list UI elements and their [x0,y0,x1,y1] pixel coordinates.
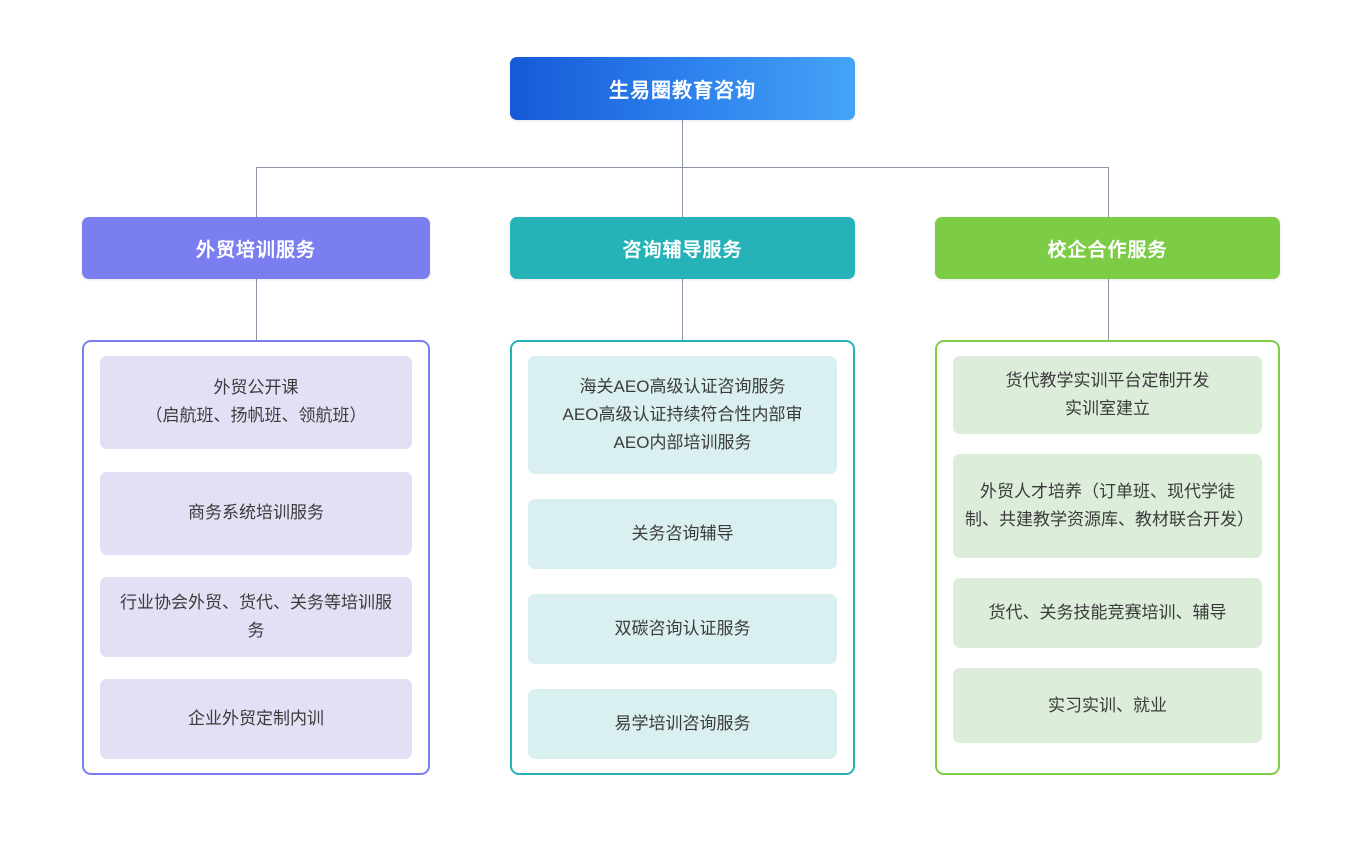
column-header-zixun-fudao[interactable]: 咨询辅导服务 [510,217,855,279]
panel-zixun-fudao: 海关AEO高级认证咨询服务 AEO高级认证持续符合性内部审 AEO内部培训服务 … [510,340,855,775]
column-header-label: 外贸培训服务 [195,239,316,261]
panel-waimao-peixun: 外贸公开课 （启航班、扬帆班、领航班） 商务系统培训服务 行业协会外贸、货代、关… [82,340,430,775]
column-header-xiaoqi-hezuo[interactable]: 校企合作服务 [935,217,1280,279]
list-item[interactable]: 商务系统培训服务 [100,471,412,555]
list-item[interactable]: 关务咨询辅导 [528,499,837,570]
column-header-label: 校企合作服务 [1047,239,1168,261]
list-item-label: 双碳咨询认证服务 [614,619,751,639]
list-item-label: 易学培训咨询服务 [614,714,751,733]
column-header-label: 咨询辅导服务 [622,239,743,261]
connector-header-panel-2 [1108,279,1109,340]
list-item[interactable]: 实习实训、就业 [953,668,1262,743]
panel-xiaoqi-hezuo: 货代教学实训平台定制开发 实训室建立 外贸人才培养（订单班、现代学徒制、共建教学… [935,340,1280,775]
connector-drop-col-0 [256,167,257,217]
list-item[interactable]: 货代教学实训平台定制开发 实训室建立 [953,356,1262,434]
list-item-label: 关务咨询辅导 [631,524,734,544]
list-item-label: 企业外贸定制内训 [188,708,324,728]
list-item-label: 实习实训、就业 [1048,695,1167,715]
connector-root-down [682,120,683,167]
list-item-label: 货代教学实训平台定制开发 实训室建立 [1005,371,1210,418]
list-item[interactable]: 海关AEO高级认证咨询服务 AEO高级认证持续符合性内部审 AEO内部培训服务 [528,356,837,475]
list-item[interactable]: 外贸人才培养（订单班、现代学徒制、共建教学资源库、教材联合开发） [953,454,1262,558]
list-item[interactable]: 双碳咨询认证服务 [528,594,837,665]
connector-drop-col-2 [1108,167,1109,217]
list-item-label: 商务系统培训服务 [188,503,324,523]
root-node[interactable]: 生易圈教育咨询 [510,57,855,120]
list-item[interactable]: 行业协会外贸、货代、关务等培训服务 [100,576,412,657]
list-item[interactable]: 货代、关务技能竞赛培训、辅导 [953,578,1262,648]
connector-header-panel-1 [682,279,683,340]
root-node-label: 生易圈教育咨询 [609,80,756,102]
column-header-waimao-peixun[interactable]: 外贸培训服务 [82,217,430,279]
connector-header-panel-0 [256,279,257,340]
list-item-label: 外贸公开课 （启航班、扬帆班、领航班） [145,378,367,426]
list-item-label: 货代、关务技能竞赛培训、辅导 [988,603,1227,622]
list-item[interactable]: 企业外贸定制内训 [100,678,412,759]
list-item[interactable]: 易学培训咨询服务 [528,689,837,759]
list-item-label: 海关AEO高级认证咨询服务 AEO高级认证持续符合性内部审 AEO内部培训服务 [562,377,803,453]
list-item-label: 外贸人才培养（订单班、现代学徒制、共建教学资源库、教材联合开发） [965,482,1254,529]
list-item-label: 行业协会外贸、货代、关务等培训服务 [120,592,392,640]
connector-drop-col-1 [682,167,683,217]
list-item[interactable]: 外贸公开课 （启航班、扬帆班、领航班） [100,356,412,449]
